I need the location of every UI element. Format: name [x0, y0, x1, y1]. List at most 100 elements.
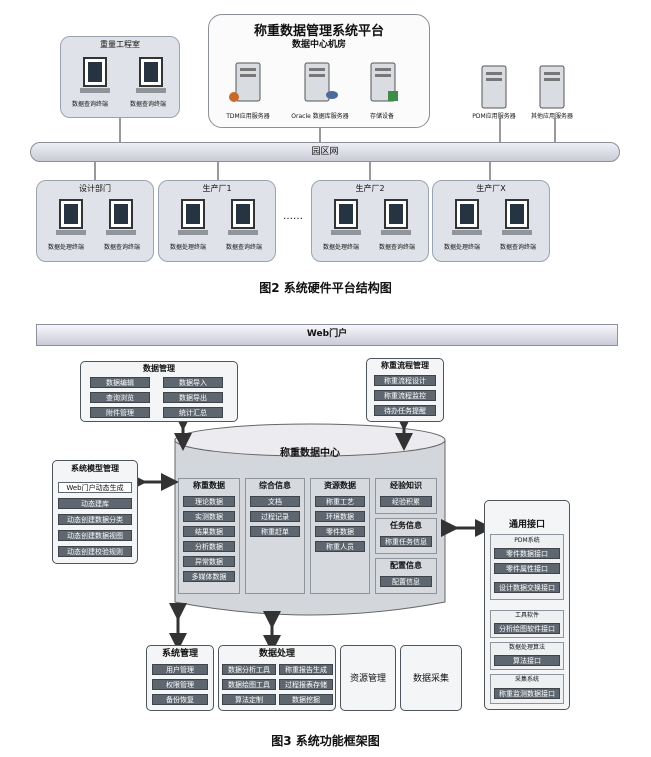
pdm-title: PDM系统	[514, 537, 540, 544]
server-label: TDM应用服务器	[226, 113, 270, 120]
terminal-icon	[381, 199, 411, 235]
right-server-label: 其他应用服务器	[530, 113, 573, 120]
right-server-icons	[481, 65, 565, 109]
data-mgmt-title: 数据管理	[143, 364, 175, 373]
resource-mgmt-label: 资源管理	[349, 674, 386, 684]
flow-mgmt-item: 待办任务提醒	[374, 405, 436, 416]
terminal-icon	[106, 199, 136, 235]
figure2-caption: 图2 系统硬件平台结构图	[259, 281, 392, 295]
platform-title: 称重数据管理系统平台	[253, 24, 384, 39]
column-title: 综合信息	[259, 481, 291, 490]
proc-mgmt-title: 数据处理	[258, 649, 295, 659]
terminal-icon	[228, 199, 258, 235]
dept-terminal-icons	[56, 199, 532, 235]
interface-item: 算法接口	[494, 655, 560, 666]
terminal-label: 数据查询终端	[103, 244, 140, 251]
figure3-caption: 图3 系统功能框架图	[271, 734, 380, 748]
dept-panel	[158, 180, 276, 262]
server-label: 存储设备	[369, 113, 394, 120]
column-item: 环境数据	[315, 511, 365, 522]
other-server-icon	[539, 65, 565, 109]
right-server-label: PDM应用服务器	[472, 113, 516, 120]
data-mgmt-item: 数据编辑	[90, 377, 150, 388]
web-portal-label: Web门户	[306, 329, 348, 339]
terminal-label: 数据查询终端	[225, 244, 262, 251]
terminal-label: 数据查询终端	[71, 101, 108, 108]
terminal-icon	[178, 199, 208, 235]
column-item: 过程记录	[250, 511, 300, 522]
datacenter-label: 数据中心机房	[291, 40, 346, 50]
terminal-icon	[502, 199, 532, 235]
campus-network-bar	[30, 142, 620, 162]
proc-item: 数据绘图工具	[222, 679, 276, 690]
data-mgmt-item: 查询浏览	[90, 392, 150, 403]
proc-item: 数据挖掘	[279, 694, 333, 705]
data-mgmt-item: 统计汇总	[163, 407, 223, 418]
column-item: 零件数据	[315, 526, 365, 537]
terminal-label: 数据处理终端	[322, 244, 359, 251]
proc-item: 算法定制	[222, 694, 276, 705]
tools-title: 工具软件	[514, 612, 539, 619]
figure-function: Web门户 数据管理 数据编辑 数据导入 查询浏览 数据导出 附件管理 统计汇总…	[0, 320, 651, 757]
dept-name: 设计部门	[79, 184, 111, 193]
flow-mgmt-item: 称重流程监控	[374, 390, 436, 401]
sys-mgmt-title: 系统管理	[161, 649, 198, 659]
column-item: 多媒体数据	[183, 571, 235, 582]
web-portal-bar	[36, 324, 618, 346]
interface-item: 分析绘图软件接口	[494, 623, 560, 634]
proc-item: 过程报表存储	[279, 679, 333, 690]
network-label: 园区网	[311, 147, 339, 157]
column-item: 实测数据	[183, 511, 235, 522]
dept-name: 生产厂X	[476, 184, 506, 193]
interface-item: 称重监测数据接口	[494, 688, 560, 699]
terminal-icon	[80, 57, 110, 93]
column-item: 称重人员	[315, 541, 365, 552]
pdm-server-icon	[481, 65, 507, 109]
oracle-server-icon	[304, 62, 338, 102]
terminal-label: 数据查询终端	[129, 101, 166, 108]
column-item: 异常数据	[183, 556, 235, 567]
proc-item: 称重报告生成	[279, 664, 333, 675]
network-lines	[94, 118, 556, 180]
model-mgmt-item: 动态创建校验规则	[58, 546, 132, 557]
terminal-icon	[452, 199, 482, 235]
terminal-label: 数据处理终端	[47, 244, 84, 251]
meas-title: 采集系统	[514, 676, 539, 683]
proc-title: 数据处理算法	[508, 644, 545, 651]
dept-ellipsis: ……	[283, 211, 303, 222]
tdm-server-icon	[229, 62, 261, 102]
interface-title: 通用接口	[508, 520, 545, 530]
dept-panel	[311, 180, 429, 262]
model-mgmt-item: 动态创建数据分类	[58, 514, 132, 525]
figure-hardware: 称重数据管理系统平台 数据中心机房 TDM应用服务器 Oracle 数据库服务器…	[0, 0, 651, 300]
terminal-icon	[56, 199, 86, 235]
column-item: 称重任务信息	[380, 536, 432, 547]
column-item: 称重赶单	[250, 526, 300, 537]
column-item: 经验积累	[380, 496, 432, 507]
terminal-label: 数据处理终端	[443, 244, 480, 251]
terminal-icon	[331, 199, 361, 235]
column-item: 称重工艺	[315, 496, 365, 507]
model-mgmt-item: 动态创建数据视图	[58, 530, 132, 541]
column-item: 分析数据	[183, 541, 235, 552]
terminal-icon	[136, 57, 166, 93]
column-item: 理论数据	[183, 496, 235, 507]
column-title: 任务信息	[390, 521, 422, 530]
sys-mgmt-item: 权限管理	[152, 679, 208, 690]
office-terminal-icons	[80, 57, 166, 93]
interface-item: 零件数据接口	[494, 548, 560, 559]
server-icons	[229, 62, 398, 102]
flow-mgmt-title: 称重流程管理	[381, 361, 429, 370]
terminal-label: 数据处理终端	[169, 244, 206, 251]
column-item: 配置信息	[380, 576, 432, 587]
data-mgmt-item: 数据导入	[163, 377, 223, 388]
dept-panel	[432, 180, 550, 262]
column-title: 经验知识	[390, 481, 422, 490]
data-mgmt-item: 数据导出	[163, 392, 223, 403]
model-mgmt-item: Web门户动态生成	[58, 482, 132, 493]
terminal-label: 数据查询终端	[499, 244, 536, 251]
column-title: 称重数据	[193, 481, 225, 490]
terminal-label: 数据查询终端	[378, 244, 415, 251]
column-title: 配置信息	[390, 561, 422, 570]
dept-name: 生产厂2	[355, 184, 385, 193]
